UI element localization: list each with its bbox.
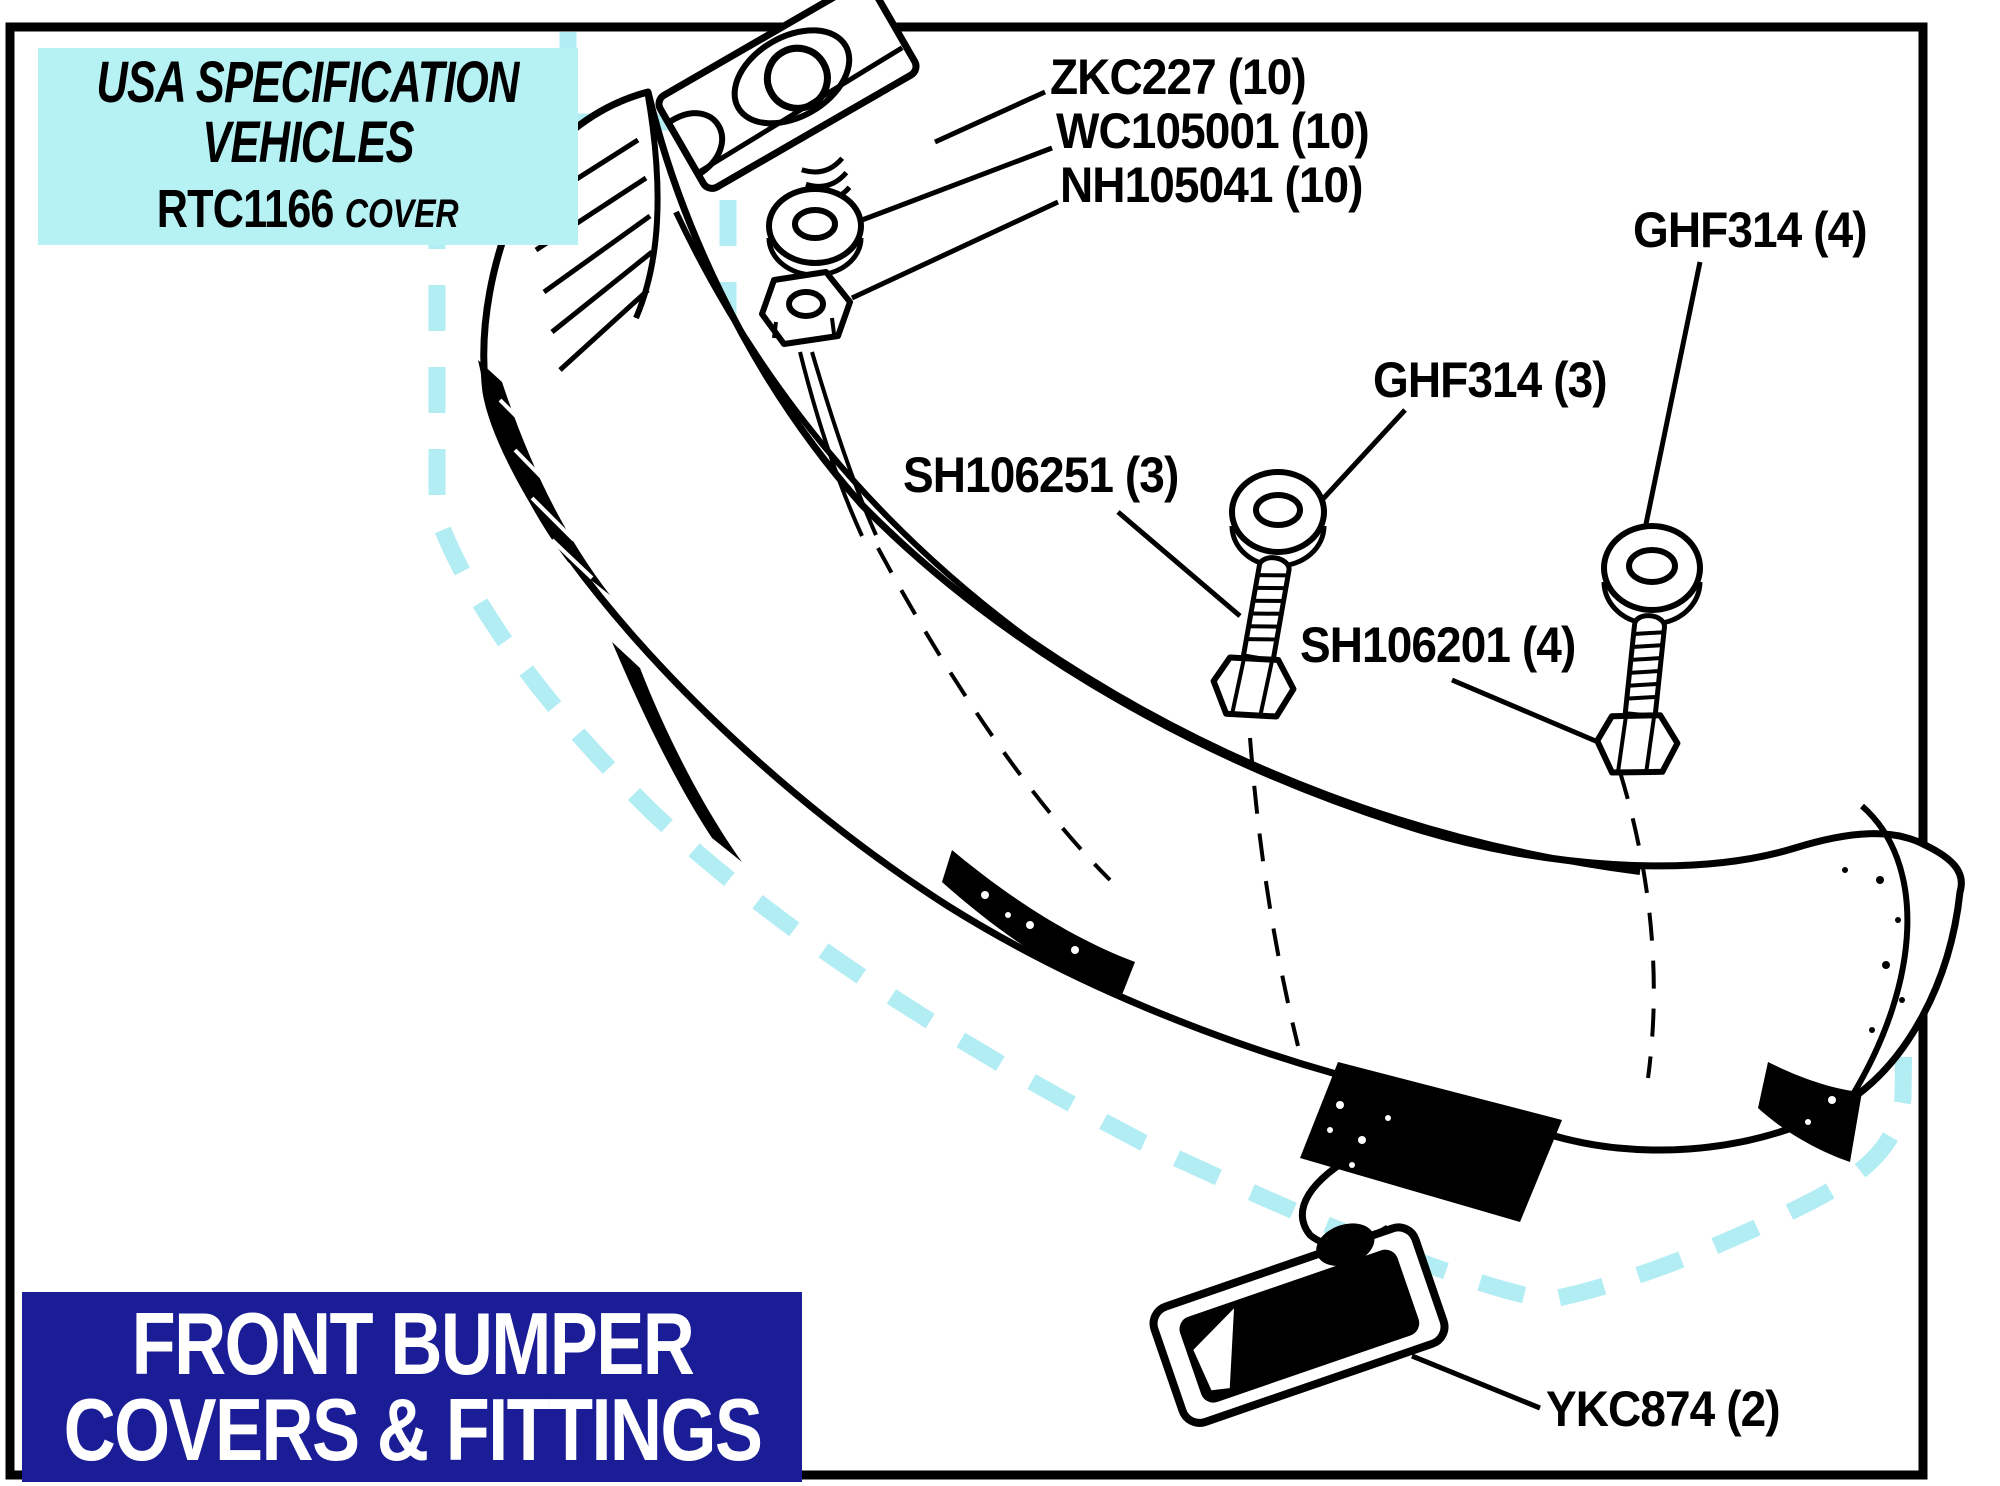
- leader-lines: [850, 89, 1703, 1411]
- title-line2: COVERS & FITTINGS: [63, 1380, 762, 1479]
- fitting-path-lines: [798, 351, 1656, 1079]
- part-label-wc105001: WC105001 (10): [1056, 103, 1370, 159]
- spec-part-code: RTC1166: [157, 178, 335, 239]
- washer-wc105001-drawing: [766, 186, 864, 278]
- edge-shading: [478, 360, 1862, 1162]
- title-line1: FRONT BUMPER: [131, 1293, 694, 1393]
- part-label-zkc227: ZKC227 (10): [1050, 49, 1307, 105]
- bumper-cover-drawing: [478, 88, 1965, 1222]
- diagram-title-box: FRONT BUMPER COVERS & FITTINGS: [22, 1292, 802, 1482]
- part-label-ghf314-3: GHF314 (3): [1373, 352, 1608, 408]
- part-label-sh106251: SH106251 (3): [903, 447, 1179, 503]
- clip-zkc227-drawing: [655, 0, 920, 192]
- licence-plate-recess: [1300, 1062, 1562, 1222]
- washer-ghf314-4-drawing: [1601, 523, 1703, 627]
- part-label-ykc874: YKC874 (2): [1546, 1381, 1781, 1437]
- part-label-ghf314-4: GHF314 (4): [1633, 202, 1868, 258]
- spec-part-code-note: COVER: [345, 191, 459, 236]
- part-label-sh106201: SH106201 (4): [1300, 617, 1576, 673]
- nut-nh105041-drawing: [759, 269, 853, 347]
- spec-box-line2: VEHICLES: [202, 109, 414, 175]
- washer-ghf314-3-drawing: [1229, 469, 1327, 569]
- bolt-sh106201-drawing: [1594, 613, 1681, 776]
- spec-box-line1: USA SPECIFICATION: [96, 50, 520, 116]
- bolt-sh106251-drawing: [1210, 555, 1297, 720]
- page-border: [5, 22, 1928, 1480]
- number-plate-lamp-drawing: [1149, 1223, 1449, 1427]
- part-label-nh105041: NH105041 (10): [1060, 157, 1363, 213]
- endcap-speckles: [1842, 867, 1905, 1033]
